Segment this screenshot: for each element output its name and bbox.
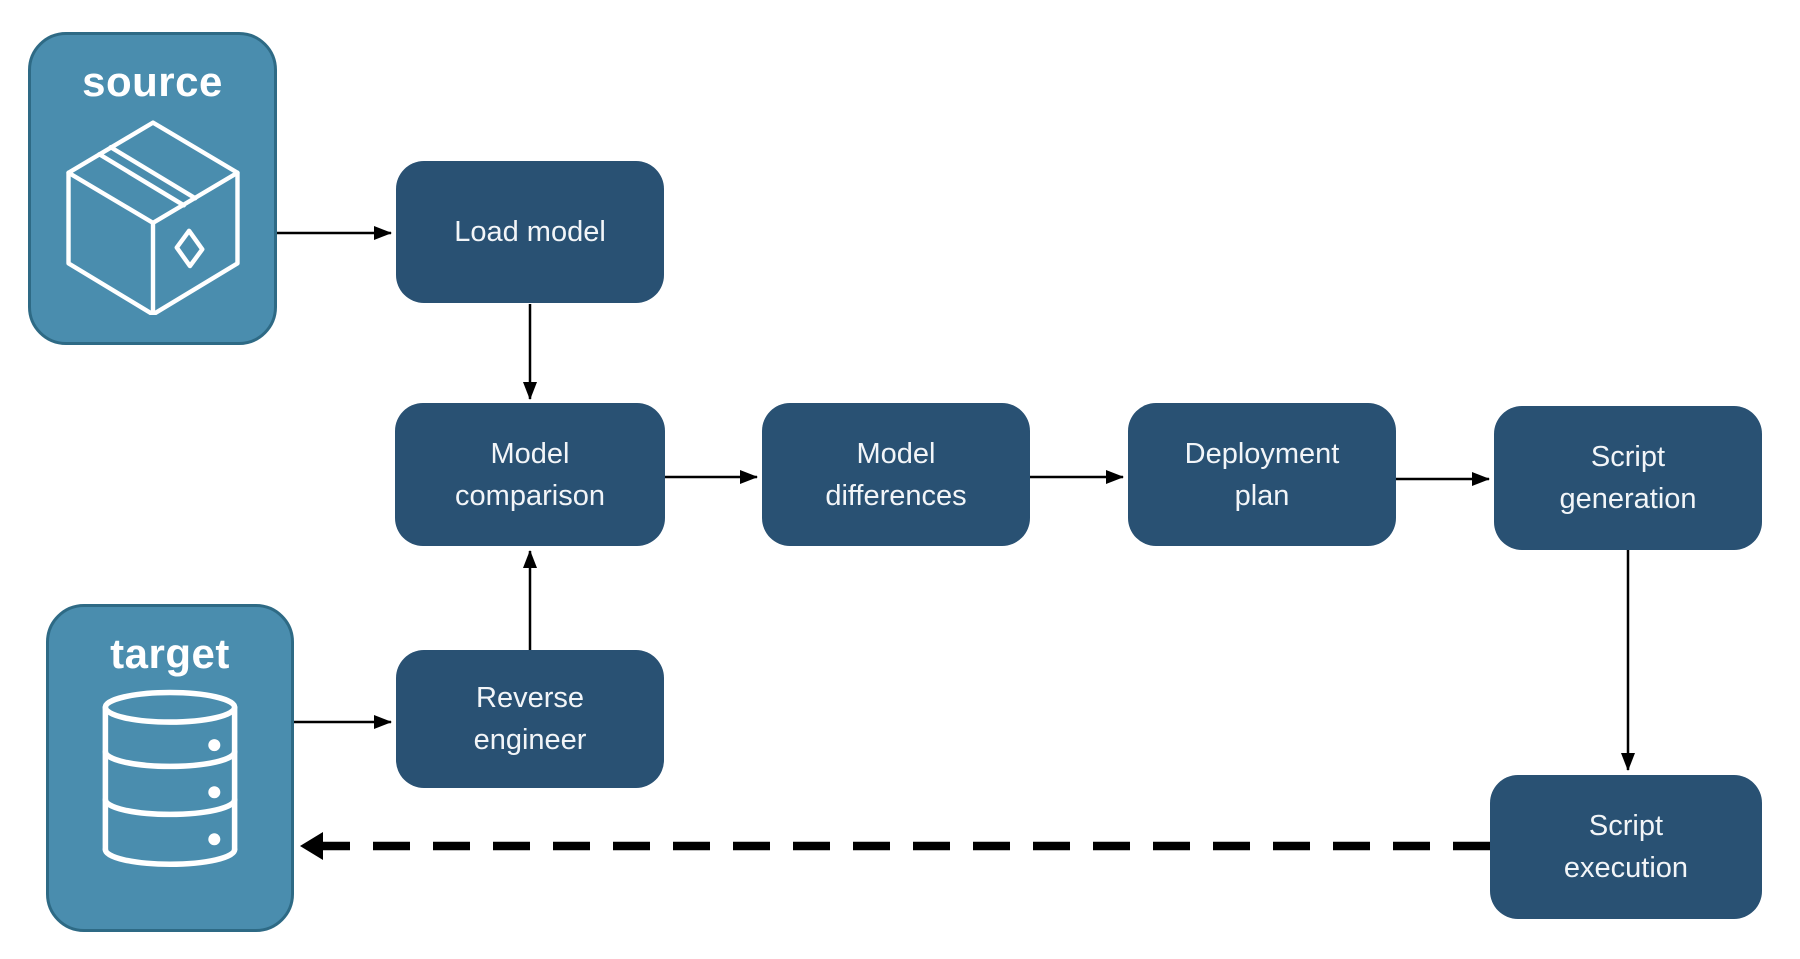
script-execution-label: Script execution: [1563, 810, 1689, 884]
target-label: target: [110, 630, 230, 677]
model-differences-label: Model differences: [825, 437, 967, 512]
reverse-engineer-label: Reverse engineer: [473, 682, 587, 756]
node-script-execution: Script execution: [1490, 775, 1762, 919]
node-reverse-engineer: Reverse engineer: [396, 650, 664, 788]
source-label: source: [82, 58, 223, 105]
node-model-comparison: Model comparison: [395, 403, 665, 546]
model-comparison-label: Model comparison: [455, 437, 605, 512]
deployment-plan-label: Deployment plan: [1184, 437, 1340, 512]
node-load-model: Load model: [396, 161, 664, 303]
load-model-label: Load model: [454, 216, 606, 248]
database-icon: [96, 687, 244, 884]
package-icon: [65, 115, 241, 320]
node-model-differences: Model differences: [762, 403, 1030, 546]
source-container: source: [28, 32, 277, 345]
node-script-generation: Script generation: [1494, 406, 1762, 550]
node-deployment-plan: Deployment plan: [1128, 403, 1396, 546]
script-generation-label: Script generation: [1559, 441, 1697, 515]
target-container: target: [46, 604, 294, 932]
